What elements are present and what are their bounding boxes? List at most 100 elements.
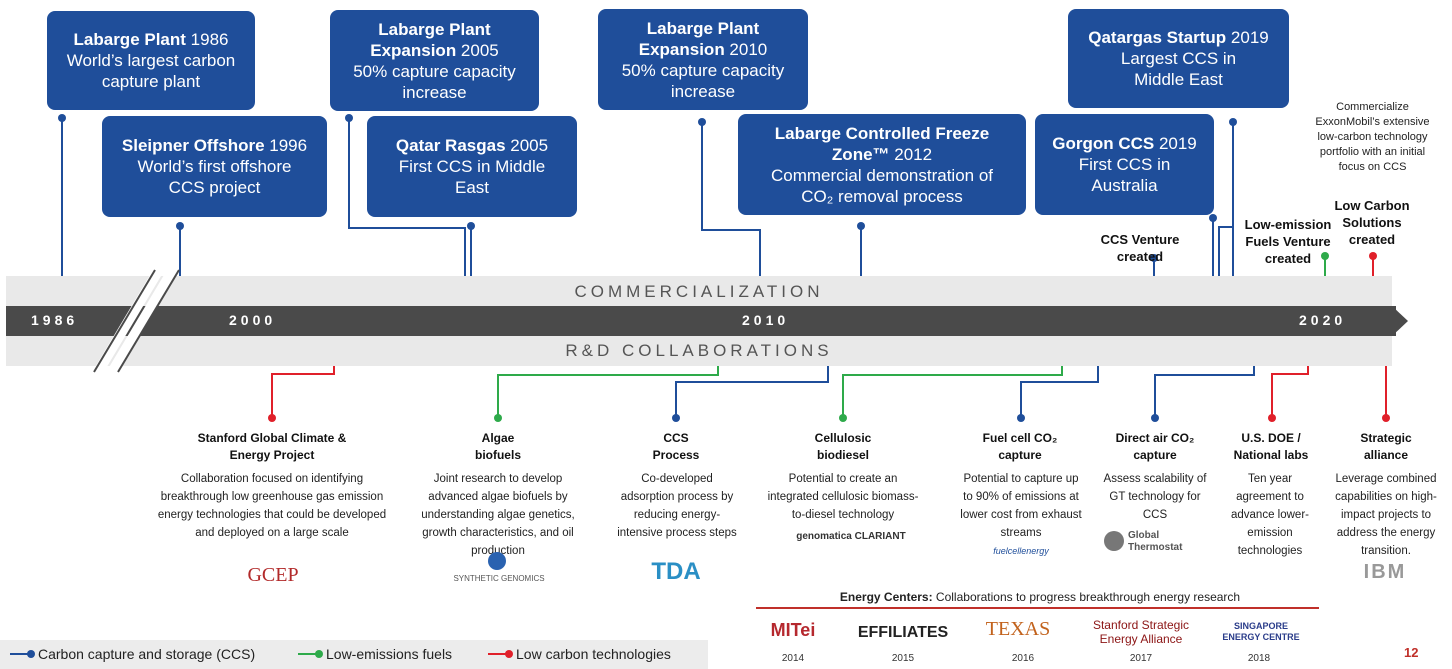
connector-low-carbon [1372, 258, 1374, 276]
connector-expansion-2005-v [464, 227, 466, 276]
gcep-logo: GCEP [247, 564, 299, 586]
mitei-logo: MITei [770, 620, 816, 640]
timeline-arrow-tip [1392, 306, 1408, 336]
milestone-qatargas-2019: Qatargas Startup 2019 Largest CCS in Mid… [1068, 9, 1289, 108]
milestone-desc: 50% capture capacity increase [621, 60, 785, 101]
timeline-break-icon [93, 266, 180, 375]
legend-item-ccs: Carbon capture and storage (CCS) [10, 646, 255, 662]
collab-title-ccs-process: CCS Process [652, 431, 700, 462]
connector-dot [1150, 254, 1158, 262]
milestone-year: 2010 [724, 39, 768, 59]
stanford-year: 2017 [1129, 653, 1153, 664]
tda-logo: TDA [651, 558, 701, 585]
connector-dot [1209, 214, 1217, 222]
legend-background [0, 640, 708, 669]
milestone-year: 1996 [264, 136, 308, 155]
year-2020: 2020 [1299, 312, 1347, 328]
connector-fuels-venture [1324, 258, 1326, 276]
synthetic-genomics-logo: SYNTHETIC GENOMICS [453, 574, 545, 583]
milestone-year: 2012 [889, 144, 933, 164]
milestone-expansion-2010: Labarge Plant Expansion 2010 50% capture… [598, 9, 808, 110]
milestone-sleipner-1996: Sleipner Offshore 1996 World’s first off… [102, 116, 327, 217]
collab-desc-fuel-cell: Potential to capture up to 90% of emissi… [960, 473, 1082, 539]
collab-desc-direct-air: Assess scalability of GT technology for … [1103, 473, 1207, 521]
texas-logo: TEXAS [985, 618, 1051, 640]
connector-qatargas-v [1218, 226, 1220, 276]
connector-expansion-2005 [348, 118, 350, 228]
milestone-expansion-2005: Labarge Plant Expansion 2005 50% capture… [330, 10, 539, 111]
collab-desc-alliance: Leverage combined capabilities on high-i… [1335, 473, 1437, 557]
connector-expansion-2010 [701, 122, 703, 230]
legend-label-fuels: Low-emissions fuels [326, 646, 453, 662]
commercialization-band: COMMERCIALIZATION [6, 276, 1392, 306]
milestone-year: 2005 [456, 40, 499, 60]
connector-ccs-venture [1153, 258, 1155, 276]
texas-year: 2016 [1011, 653, 1035, 664]
singapore-logo: SINGAPORE ENERGY CENTRE [1222, 621, 1300, 642]
milestone-desc: 50% capture capacity increase [353, 61, 516, 102]
fuelcellenergy-logo: fuelcellenergy [993, 546, 1049, 556]
collab-title-direct-air: Direct air CO₂ capture [1115, 431, 1195, 462]
connector-dot [467, 222, 475, 230]
global-thermostat-logo: Global Thermostat [1128, 530, 1183, 553]
commercialize-note: Commercialize ExxonMobil’s extensive low… [1315, 101, 1430, 173]
collab-desc-algae: Joint research to develop advanced algae… [421, 473, 575, 557]
milestone-desc: Largest CCS in Middle East [1120, 49, 1237, 89]
collab-desc-ccs-process: Co-developed adsorption process by reduc… [617, 473, 737, 539]
stanford-logo: Stanford Strategic Energy Alliance [1092, 618, 1190, 646]
milestone-desc: First CCS in Australia [1078, 155, 1171, 195]
connector-expansion-2005-h [348, 227, 466, 229]
legend-item-lowcarbon: Low carbon technologies [488, 646, 671, 662]
energy-centers-title: Energy Centers: [839, 590, 933, 604]
connector-dot [58, 114, 66, 122]
milestone-gorgon-2019: Gorgon CCS 2019 First CCS in Australia [1035, 114, 1214, 215]
collab-desc-doe: Ten year agreement to advance lower-emis… [1231, 473, 1309, 557]
year-2010: 2010 [742, 312, 790, 328]
connector-dot [698, 118, 706, 126]
milestone-desc: First CCS in Middle East [398, 157, 546, 197]
connector-dot [345, 114, 353, 122]
low-carbon-label: Low Carbon Solutions created [1334, 198, 1410, 247]
collaboration-connectors [268, 366, 1390, 422]
milestone-title: Qatargas Startup [1088, 28, 1227, 47]
milestone-title: Labarge Plant Expansion [638, 18, 760, 59]
milestone-title: Qatar Rasgas [395, 136, 506, 155]
effiliates-logo: EFFILIATES [857, 624, 949, 641]
legend-label-ccs: Carbon capture and storage (CCS) [38, 646, 256, 662]
fuels-venture-label: Low-emission Fuels Venture created [1244, 217, 1332, 266]
legend-swatch-fuels [298, 650, 323, 658]
milestone-year: 1986 [185, 30, 229, 49]
connector-dot [857, 222, 865, 230]
connector-dot [1229, 118, 1237, 126]
rd-label: R&D COLLABORATIONS [565, 341, 833, 360]
connector-gorgon [1212, 218, 1214, 276]
milestone-desc: Commercial demonstration of CO₂ removal … [770, 165, 994, 206]
milestone-title: Labarge Plant [73, 30, 186, 49]
year-2000: 2000 [229, 312, 277, 328]
milestone-desc: World’s largest carbon capture plant [66, 51, 236, 91]
synthetic-genomics-icon [488, 552, 506, 570]
energy-centers-subtitle: Collaborations to progress breakthrough … [932, 590, 1241, 604]
energy-centers-heading: Energy Centers: Collaborations to progre… [760, 590, 1320, 604]
connector-qatargas-h [1218, 226, 1234, 228]
connector-sleipner [179, 226, 181, 276]
collab-title-fuel-cell: Fuel cell CO₂ capture [982, 431, 1058, 462]
legend-label-lowcarbon: Low carbon technologies [516, 646, 671, 662]
milestone-title: Sleipner Offshore [121, 136, 265, 155]
milestone-cfz-2012: Labarge Controlled Freeze Zone™ 2012 Com… [738, 114, 1026, 215]
collab-desc-gcep: Collaboration focused on identifying bre… [157, 473, 387, 539]
milestone-title: Labarge Plant Expansion [370, 19, 491, 60]
milestone-title: Labarge Controlled Freeze Zone™ [774, 123, 990, 164]
connector-cfz [860, 226, 862, 276]
mitei-year: 2014 [781, 653, 805, 664]
global-thermostat-icon [1104, 531, 1124, 551]
connector-dot [176, 222, 184, 230]
legend-swatch-lowcarbon [488, 650, 513, 658]
genomatica-clariant-logo: genomatica CLARIANT [796, 531, 906, 542]
rd-band: R&D COLLABORATIONS [6, 336, 1392, 366]
connector-labarge-1986 [61, 118, 63, 276]
year-1986: 1986 [31, 312, 79, 328]
milestone-rasgas-2005: Qatar Rasgas 2005 First CCS in Middle Ea… [367, 116, 577, 217]
legend-item-fuels: Low-emissions fuels [298, 646, 452, 662]
connector-dot-red [1369, 252, 1377, 260]
